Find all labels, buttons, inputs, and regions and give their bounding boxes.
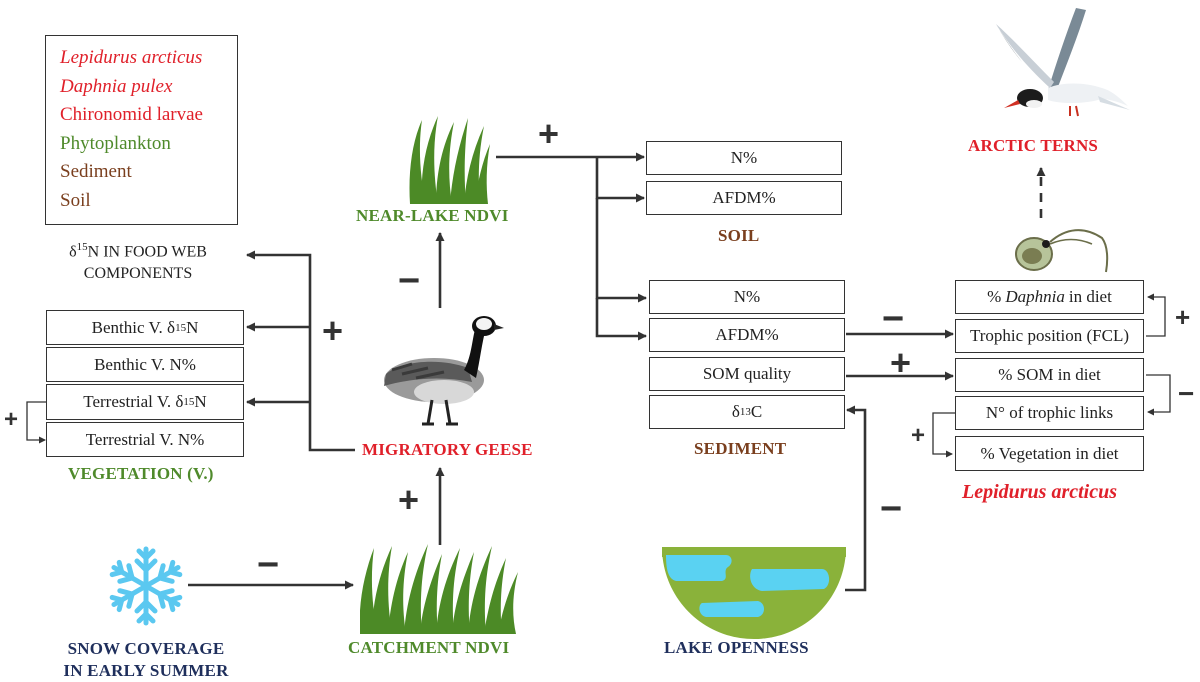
legend-soil: Soil — [60, 189, 91, 211]
arrow-terrestrial-loop — [26, 401, 47, 444]
daphnia-diet-box: % Daphnia in diet — [955, 280, 1144, 314]
sediment-afdm-box: AFDM% — [649, 318, 845, 352]
arrow-ndvi-sed-afdm — [595, 298, 647, 341]
sign-minus-lake-d13c: − — [880, 488, 903, 530]
soil-n-box: N% — [646, 141, 842, 175]
sediment-title: SEDIMENT — [694, 439, 787, 458]
benthic-n-box: Benthic V. N% — [46, 347, 244, 382]
soil-afdm-box: AFDM% — [646, 181, 842, 215]
tern-icon — [996, 8, 1130, 117]
trophic-links-box: N° of trophic links — [955, 396, 1144, 430]
arrow-lake-d13c — [845, 405, 867, 592]
near-lake-ndvi-title: NEAR-LAKE NDVI — [356, 206, 509, 225]
catchment-ndvi-title: CATCHMENT NDVI — [348, 638, 510, 657]
som-diet-box: % SOM in diet — [955, 358, 1144, 392]
lake-openness-title: LAKE OPENNESS — [664, 638, 809, 657]
sign-plus-terrestrial-loop: + — [4, 406, 19, 433]
snowflake-icon — [105, 546, 187, 627]
trophic-position-box: Trophic position (FCL) — [955, 319, 1144, 353]
arrow-geese-vegetation — [246, 250, 355, 452]
migratory-geese-title: MIGRATORY GEESE — [362, 440, 533, 459]
vegetation-title: VEGETATION (V.) — [68, 464, 214, 483]
legend-box: Lepidurus arcticus Daphnia pulex Chirono… — [45, 35, 238, 225]
arrow-ndvi-sed-n — [595, 198, 647, 303]
sign-minus-afdm-trophic: − — [882, 298, 905, 340]
vegetation-diet-box: % Vegetation in diet — [955, 436, 1144, 471]
legend-lepidurus: Lepidurus arcticus — [60, 47, 203, 68]
arrow-links-vegetation — [932, 412, 955, 458]
soil-title: SOIL — [718, 226, 760, 245]
sign-minus-geese-nearlake: − — [398, 260, 421, 302]
food-web-title: δ15N IN FOOD WEB COMPONENTS — [69, 241, 207, 283]
sign-plus-ndvi-soil: + — [538, 113, 560, 154]
lepidurus-title: Lepidurus arcticus — [962, 481, 1118, 503]
sign-plus-links-vegetation: + — [911, 422, 926, 449]
lake-icon — [662, 547, 846, 639]
arrow-trophic-daphnia — [1146, 293, 1166, 337]
catchment-grass-icon — [360, 544, 518, 634]
goose-icon — [384, 316, 504, 426]
legend-phytoplankton: Phytoplankton — [60, 132, 171, 154]
sign-plus-geese-vegetation: + — [322, 310, 344, 351]
arrow-ndvi-soil-afdm — [595, 157, 645, 203]
sediment-som-box: SOM quality — [649, 357, 845, 391]
sign-minus-som-links: − — [1178, 378, 1195, 409]
sign-plus-trophic-daphnia: + — [1175, 302, 1191, 332]
grass-icon — [409, 116, 490, 204]
terrestrial-n-box: Terrestrial V. N% — [46, 422, 244, 457]
legend-daphnia: Daphnia pulex — [60, 75, 173, 97]
legend-sediment: Sediment — [60, 161, 132, 182]
daphnia-icon — [1015, 229, 1109, 273]
sign-plus-som-diet: + — [890, 342, 912, 383]
snow-coverage-title: SNOW COVERAGE IN EARLY SUMMER — [63, 639, 229, 680]
arctic-terns-title: ARCTIC TERNS — [968, 136, 1099, 155]
arrow-som-links — [1146, 374, 1171, 416]
sign-minus-snow-catchment: − — [257, 544, 280, 586]
legend-chironomid: Chironomid larvae — [60, 104, 203, 125]
sign-plus-catchment-geese: + — [398, 479, 420, 520]
sediment-n-box: N% — [649, 280, 845, 314]
